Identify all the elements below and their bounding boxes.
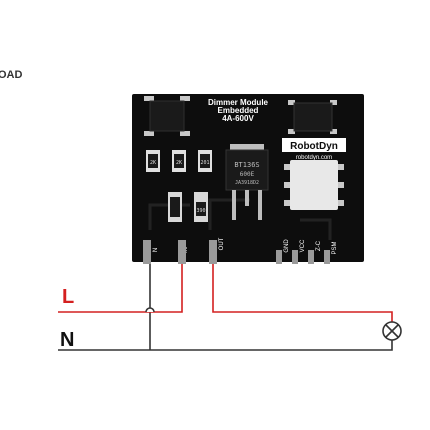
triac-label-line2: 600E [240, 171, 255, 178]
resistor-1: 2K [146, 150, 160, 172]
pin-label-out: OUT [219, 237, 225, 250]
optocoupler-zc [284, 160, 344, 210]
header-label-vcc: VCC [300, 239, 306, 252]
wiring: L N [58, 264, 402, 351]
live-bus-wire [58, 264, 183, 313]
edge-text: OAD [0, 69, 23, 81]
dimmer-module-board: Dimmer Module Embedded 4A-600V RobotDyn … [132, 94, 364, 264]
brand-badge [282, 138, 346, 152]
pin-n[interactable] [143, 240, 151, 264]
line-label: L [62, 286, 74, 308]
triac: BT136S 600E JA3918D2 [225, 144, 269, 220]
pin-in[interactable] [178, 240, 186, 264]
capacitor [168, 192, 182, 222]
triac-label-line1: BT136S [234, 161, 259, 169]
module-title-line1: Dimmer Module [208, 98, 269, 107]
header-pin-psm[interactable] [324, 250, 330, 264]
header-label-gnd: GND [284, 239, 290, 253]
resistor-1-label: 2K [150, 160, 156, 166]
optocoupler-top-right [288, 100, 337, 134]
brand-url: robotdyn.com [296, 155, 332, 161]
module-title-line3: 4A-600V [222, 114, 254, 123]
header-pin-vcc[interactable] [292, 250, 298, 264]
header-pin-gnd[interactable] [276, 250, 282, 264]
header-label-zc: Z-C [316, 240, 322, 251]
brand-name: RobotDyn [290, 141, 338, 152]
neutral-label: N [60, 329, 74, 351]
crossover-hop [145, 307, 155, 313]
header-pin-zc[interactable] [308, 250, 314, 264]
header-label-psm: PSM [332, 241, 338, 254]
neutral-bus-wire [58, 340, 393, 351]
lamp-icon [382, 321, 402, 341]
resistor-4-label: 390 [196, 208, 205, 214]
module-title-line2: Embedded [218, 106, 259, 115]
resistor-3: 201 [198, 150, 212, 172]
resistor-2-label: 2K [176, 160, 182, 166]
output-wire [212, 264, 393, 322]
resistor-4: 390 [194, 192, 208, 222]
pin-label-n: N [153, 248, 159, 252]
pin-out[interactable] [209, 240, 217, 264]
resistor-2: 2K [172, 150, 186, 172]
triac-label-line3: JA3918D2 [235, 180, 259, 186]
resistor-3-label: 201 [200, 160, 209, 166]
optocoupler-top-left [144, 96, 190, 136]
header-pins [276, 250, 330, 264]
